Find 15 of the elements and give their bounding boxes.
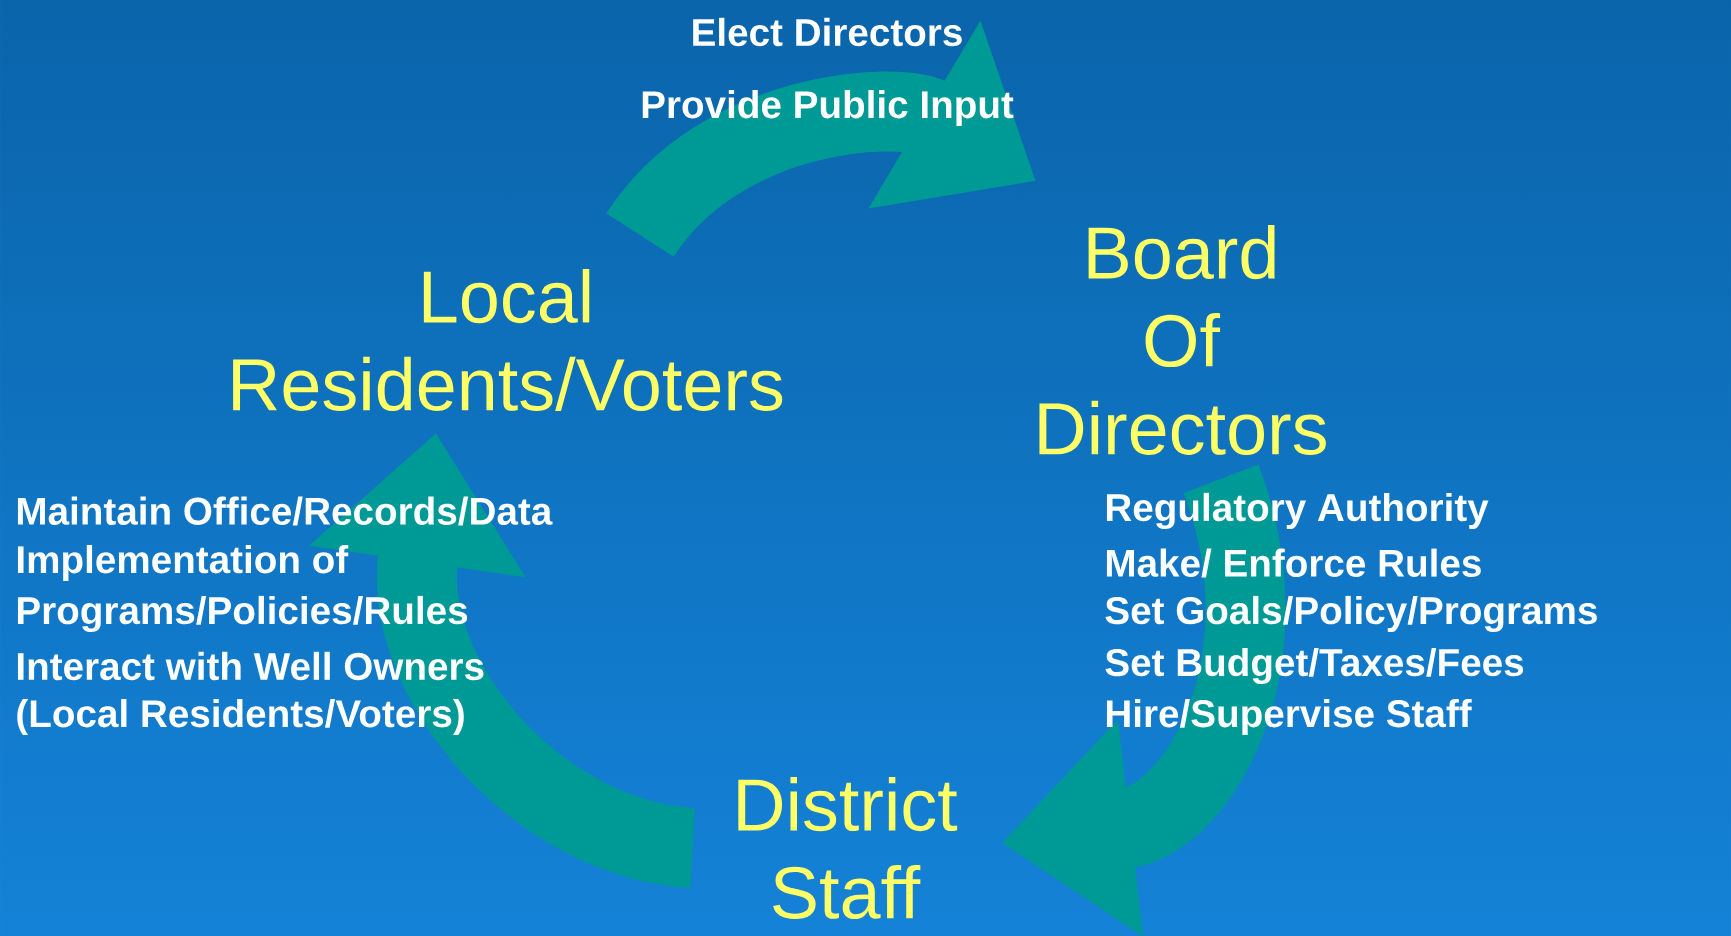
note-text: Make/ Enforce Rules bbox=[1106, 548, 1481, 578]
note-text: (Local Residents/Voters) bbox=[17, 698, 464, 735]
note-text: Regulatory Authority bbox=[1106, 492, 1489, 530]
note-text: Programs/Policies/Rules bbox=[17, 595, 468, 633]
note-text: Maintain Office/Records/Data bbox=[17, 496, 553, 526]
note-text: Set Budget/Taxes/Fees bbox=[1105, 647, 1524, 685]
note-text: Hire/Supervise Staff bbox=[1106, 698, 1472, 735]
note-text: Interact with Well Owners bbox=[17, 651, 484, 681]
note-text: Elect Directors bbox=[693, 17, 962, 47]
note-text: Set Goals/Policy/Programs bbox=[1105, 595, 1597, 633]
note-text: Provide Public Input bbox=[642, 89, 1014, 126]
stage-label: Local Residents/Voters bbox=[233, 268, 783, 411]
stage-label: District Staff bbox=[738, 776, 958, 919]
stage-label: Board Of Directors bbox=[1039, 225, 1326, 455]
note-text: Implementation of bbox=[17, 544, 349, 581]
